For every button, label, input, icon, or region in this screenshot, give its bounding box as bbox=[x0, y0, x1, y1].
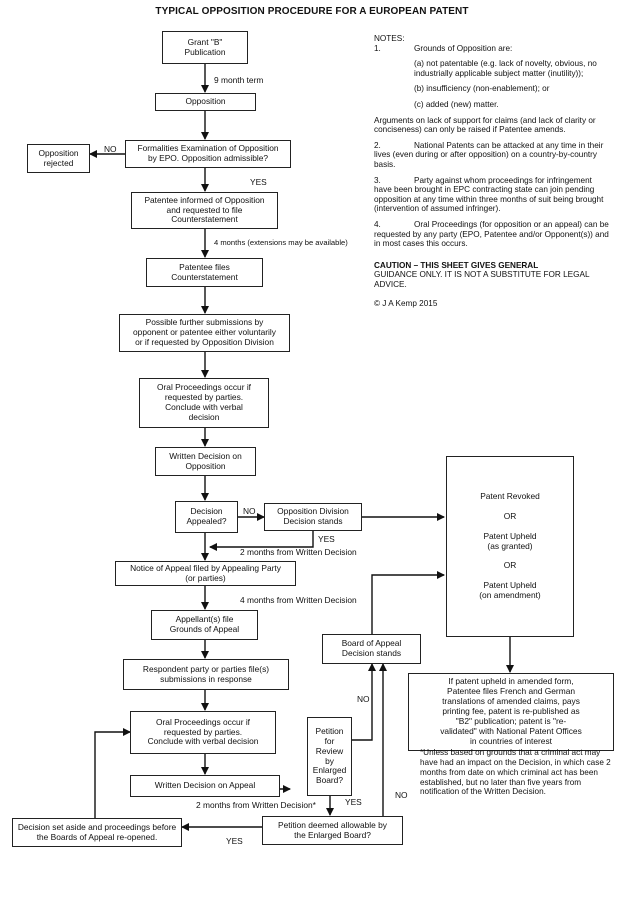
note-3-number: 3. bbox=[374, 175, 381, 185]
division-stands-box: Opposition Division Decision stands bbox=[264, 503, 362, 531]
note-1c: (c) added (new) matter. bbox=[414, 99, 499, 109]
board-stands-box: Board of Appeal Decision stands bbox=[322, 634, 421, 664]
no-label-admissible: NO bbox=[104, 144, 117, 154]
arrow-yes-division bbox=[209, 531, 314, 551]
notes-panel: NOTES: 1. Grounds of Opposition are: (a) … bbox=[374, 34, 610, 315]
patentee-informed-box: Patentee informed of Opposition and requ… bbox=[131, 192, 278, 229]
footnote: *Unless based on grounds that a criminal… bbox=[420, 748, 611, 797]
formalities-box: Formalities Examination of Opposition by… bbox=[125, 140, 291, 168]
note-4: Oral Proceedings (for opposition or an a… bbox=[374, 219, 609, 249]
decision-appealed-box: Decision Appealed? bbox=[175, 501, 238, 533]
two-months-star-label: 2 months from Written Decision* bbox=[196, 800, 316, 810]
arrow-allowable-board bbox=[379, 663, 403, 828]
caution-text: GUIDANCE ONLY. IT IS NOT A SUBSTITUTE FO… bbox=[374, 270, 590, 289]
two-months-label: 2 months from Written Decision bbox=[240, 547, 357, 557]
note-2: National Patents can be attacked at any … bbox=[374, 140, 604, 169]
caution-heading: CAUTION – THIS SHEET GIVES GENERAL bbox=[374, 260, 539, 270]
nine-month-label: 9 month term bbox=[214, 75, 264, 85]
note-4-number: 4. bbox=[374, 219, 381, 229]
note-1: Grounds of Opposition are: bbox=[414, 43, 513, 53]
note-1a: (a) not patentable (e.g. lack of novelty… bbox=[414, 59, 597, 78]
oral-proceedings-appeal-box: Oral Proceedings occur if requested by p… bbox=[130, 711, 276, 754]
arrow-petition-board bbox=[352, 663, 376, 741]
page-title: TYPICAL OPPOSITION PROCEDURE FOR A EUROP… bbox=[155, 6, 469, 17]
petition-allowable-box: Petition deemed allowable by the Enlarge… bbox=[262, 816, 403, 845]
four-months-label: 4 months from Written Decision bbox=[240, 595, 357, 605]
grounds-appeal-box: Appellant(s) file Grounds of Appeal bbox=[151, 610, 258, 640]
notice-appeal-box: Notice of Appeal filed by Appealing Part… bbox=[115, 561, 296, 586]
no-label-allowable: NO bbox=[395, 790, 408, 800]
written-decision-appeal-box: Written Decision on Appeal bbox=[130, 775, 280, 797]
yes-label-division: YES bbox=[318, 534, 335, 544]
notes-heading: NOTES: bbox=[374, 34, 405, 43]
four-months-extension-label: 4 months (extensions may be available) bbox=[214, 238, 348, 247]
yes-label-admissible: YES bbox=[250, 177, 267, 187]
arrow-setaside-oral2 bbox=[94, 728, 131, 818]
note-3: Party against whom proceedings for infri… bbox=[374, 175, 604, 214]
copyright: © J A Kemp 2015 bbox=[374, 299, 438, 309]
oral-proceedings-box: Oral Proceedings occur if requested by p… bbox=[139, 378, 269, 428]
outcome-box: Patent Revoked OR Patent Upheld (as gran… bbox=[446, 456, 574, 637]
opposition-rejected-box: Opposition rejected bbox=[27, 144, 90, 173]
further-submissions-box: Possible further submissions by opponent… bbox=[119, 314, 290, 352]
petition-review-box: Petition for Review by Enlarged Board? bbox=[307, 717, 352, 796]
set-aside-box: Decision set aside and proceedings befor… bbox=[12, 818, 182, 847]
patentee-files-box: Patentee files Counterstatement bbox=[146, 258, 263, 287]
respondent-box: Respondent party or parties file(s) subm… bbox=[123, 659, 289, 690]
yes-label-petition: YES bbox=[345, 797, 362, 807]
opposition-box: Opposition bbox=[155, 93, 256, 111]
note-arguments: Arguments on lack of support for claims … bbox=[374, 115, 596, 135]
grant-publication-box: Grant "B" Publication bbox=[162, 31, 248, 64]
note-1-number: 1. bbox=[374, 43, 381, 53]
yes-label-allowable: YES bbox=[226, 836, 243, 846]
no-label-petition: NO bbox=[357, 694, 370, 704]
written-decision-box: Written Decision on Opposition bbox=[155, 447, 256, 476]
no-label-appealed: NO bbox=[243, 506, 256, 516]
note-1b: (b) insufficiency (non-enablement); or bbox=[414, 84, 550, 94]
amended-form-box: If patent upheld in amended form, Patent… bbox=[408, 673, 614, 751]
arrow-board-outcome bbox=[371, 571, 445, 634]
note-2-number: 2. bbox=[374, 140, 381, 150]
